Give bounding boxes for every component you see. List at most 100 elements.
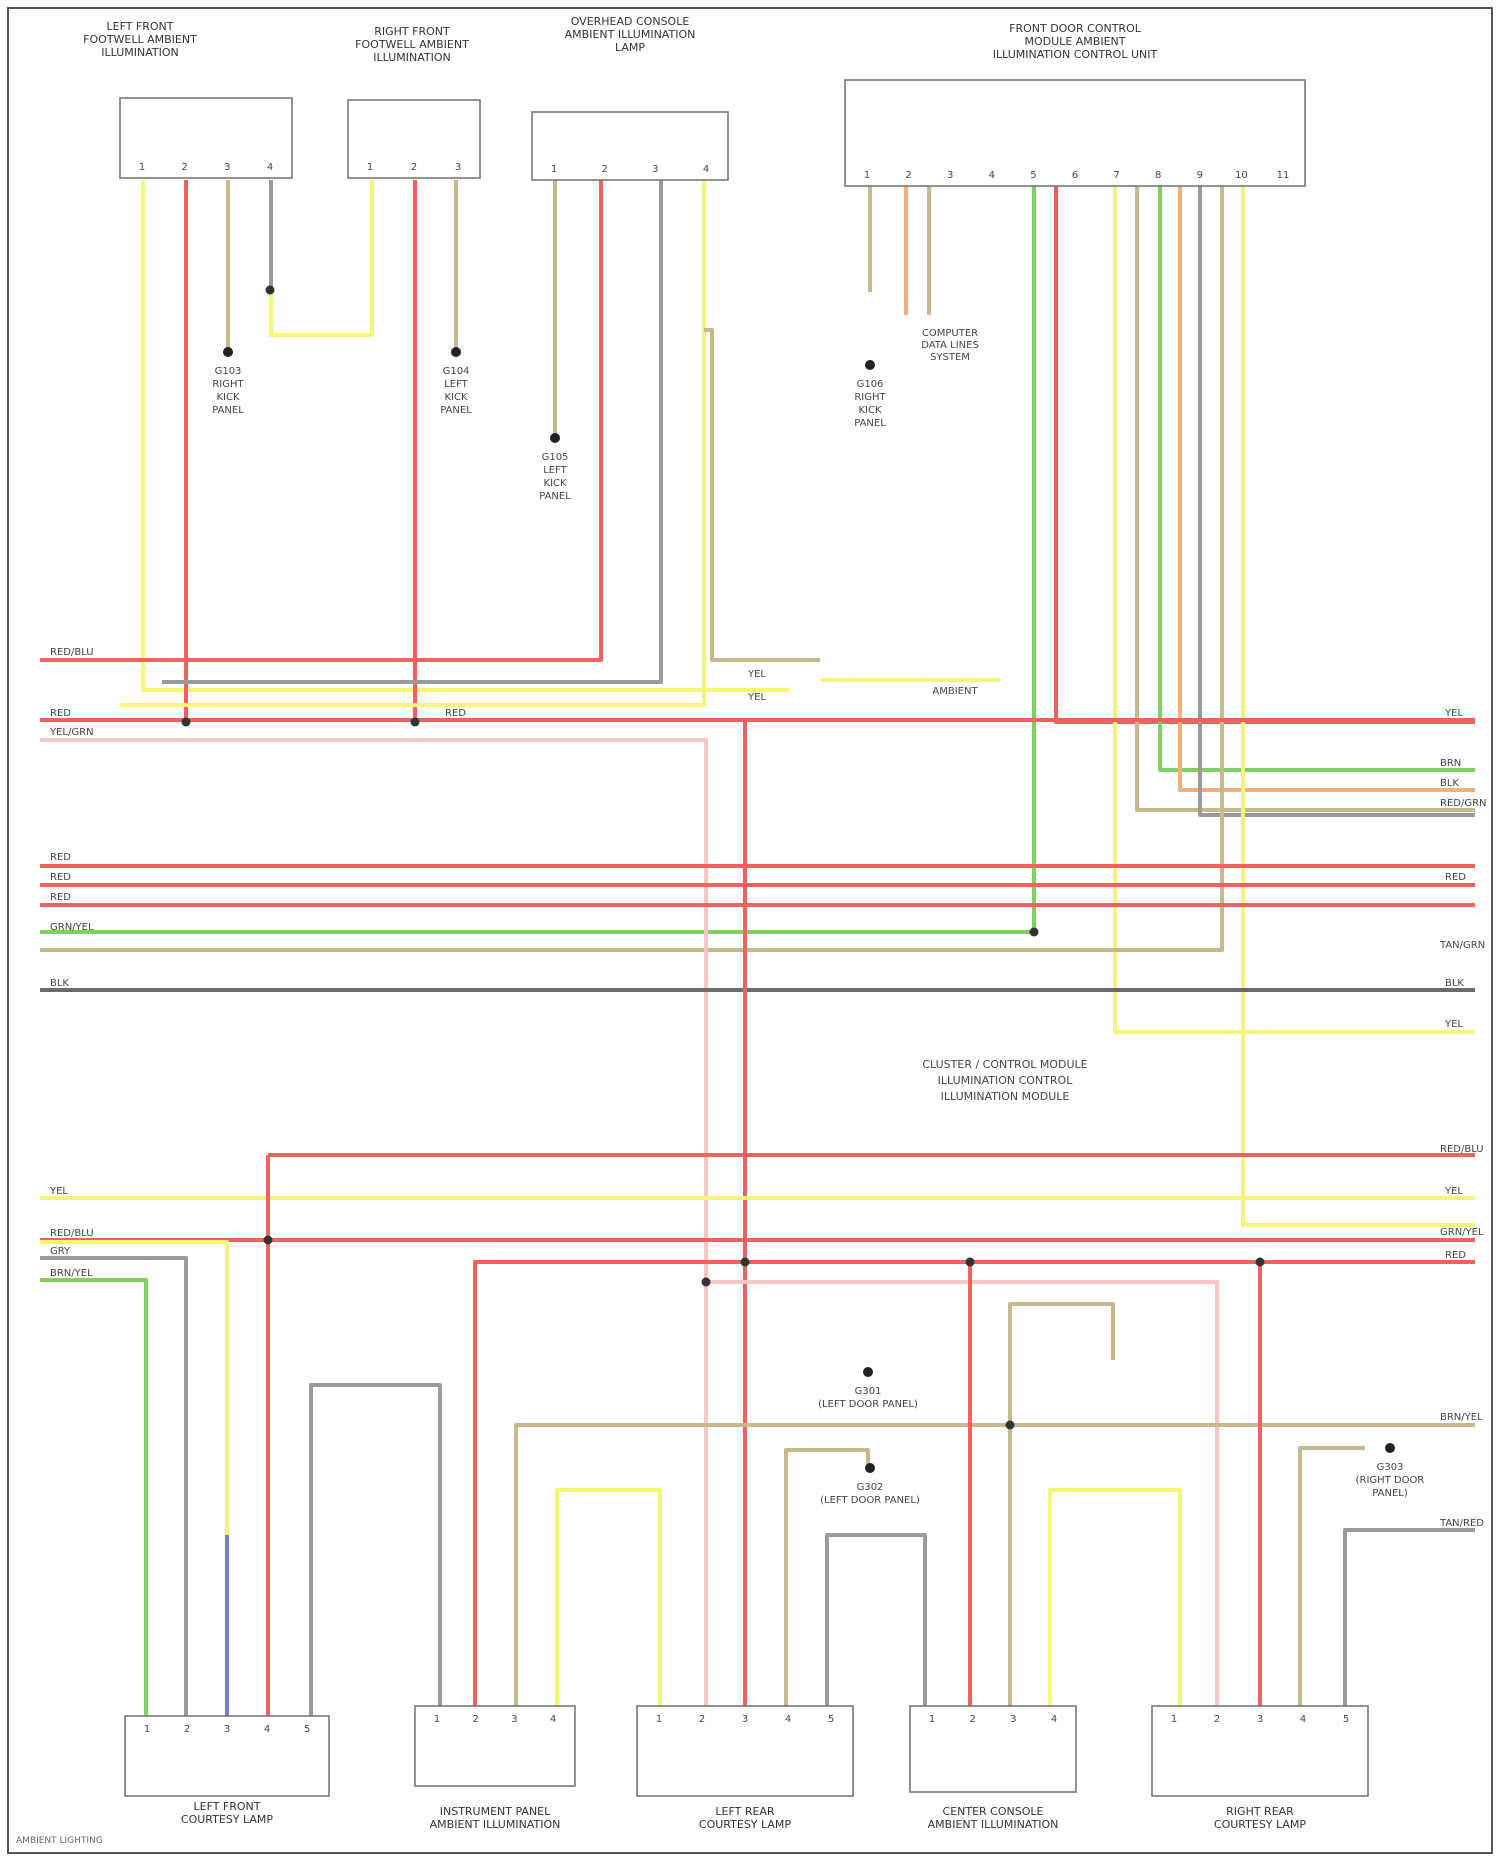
ground-label-g1-4: PANEL — [212, 405, 244, 416]
ground-dot-g5 — [863, 1367, 873, 1377]
wire-label-25: YEL — [1444, 708, 1463, 719]
component-pin-c3-3: 3 — [652, 164, 658, 175]
ground-label-g6-2: (LEFT DOOR PANEL) — [820, 1495, 920, 1506]
diagram-footer: AMBIENT LIGHTING — [16, 1836, 103, 1846]
wires-layer — [40, 150, 1475, 1716]
component-title-c4-2: MODULE AMBIENT — [1025, 35, 1126, 48]
wire-48 — [1010, 1304, 1113, 1716]
component-pin-c7-4: 4 — [785, 1714, 791, 1725]
ground-label-g7-3: PANEL) — [1372, 1488, 1408, 1499]
component-pin-c9-1: 1 — [1171, 1714, 1177, 1725]
component-pin-c8-4: 4 — [1051, 1714, 1057, 1725]
component-pin-c3-2: 2 — [601, 164, 607, 175]
component-title-c2-3: ILLUMINATION — [373, 51, 451, 64]
component-pin-c6-4: 4 — [550, 1714, 556, 1725]
component-pin-c9-5: 5 — [1343, 1714, 1349, 1725]
component-pin-c5-2: 2 — [184, 1724, 190, 1735]
wire-12 — [704, 330, 820, 660]
splice-dot-6 — [966, 1258, 975, 1267]
component-pin-c8-2: 2 — [969, 1714, 975, 1725]
wire-label-21: BRN/YEL — [50, 1268, 93, 1279]
component-pin-c4-9: 9 — [1197, 170, 1203, 181]
component-pin-c7-5: 5 — [828, 1714, 834, 1725]
component-title-c2-2: FOOTWELL AMBIENT — [355, 38, 469, 51]
splice-dot-5 — [702, 1278, 711, 1287]
sub-label-1: COMPUTER — [922, 328, 978, 339]
wire-label-7: RED — [50, 852, 71, 863]
component-title-c3-2: AMBIENT ILLUMINATION — [565, 28, 696, 41]
wire-11 — [120, 180, 704, 705]
wire-label-15: RED/BLU — [1440, 1144, 1484, 1155]
component-pin-c5-4: 4 — [264, 1724, 270, 1735]
wire-20 — [1137, 160, 1475, 810]
component-title-c6-2: AMBIENT ILLUMINATION — [430, 1818, 561, 1831]
component-title-c8-1: CENTER CONSOLE — [943, 1805, 1044, 1818]
wire-37 — [40, 1242, 227, 1716]
ground-label-g7-1: G303 — [1377, 1462, 1404, 1473]
component-title-c7-2: COURTESY LAMP — [699, 1818, 791, 1831]
wire-9 — [40, 180, 601, 660]
component-pin-c4-3: 3 — [947, 170, 953, 181]
wire-25 — [1243, 160, 1475, 1225]
sub-label-3: SYSTEM — [930, 352, 970, 363]
ground-label-g1-2: RIGHT — [212, 379, 244, 390]
component-pin-c3-1: 1 — [551, 164, 557, 175]
ground-label-g4-3: KICK — [858, 405, 881, 416]
ground-label-g5-2: (LEFT DOOR PANEL) — [818, 1399, 918, 1410]
component-title-c3-1: OVERHEAD CONSOLE — [571, 15, 690, 28]
wire-label-4: YEL/GRN — [49, 727, 94, 738]
ground-label-g2-3: KICK — [444, 392, 467, 403]
wire-49 — [1050, 1490, 1180, 1716]
wire-label-18: RED/BLU — [50, 1228, 94, 1239]
component-title-c5-1: LEFT FRONT — [193, 1800, 260, 1813]
wire-label-12: BLK — [50, 978, 69, 989]
wire-label-28: RED/GRN — [1440, 798, 1487, 809]
ground-label-g1-1: G103 — [215, 366, 242, 377]
diagram-note-1: CLUSTER / CONTROL MODULE — [922, 1058, 1087, 1071]
splice-points-layer — [182, 286, 1396, 1474]
wire-44 — [557, 1490, 660, 1716]
component-pin-c8-1: 1 — [929, 1714, 935, 1725]
diagram-note-3: ILLUMINATION MODULE — [941, 1090, 1070, 1103]
component-title-c9-2: COURTESY LAMP — [1214, 1818, 1306, 1831]
wire-label-29: TAN/GRN — [1439, 940, 1485, 951]
ground-label-g4-2: RIGHT — [854, 392, 886, 403]
component-pin-c7-3: 3 — [742, 1714, 748, 1725]
splice-dot-7 — [1256, 1258, 1265, 1267]
wire-52 — [1345, 1530, 1475, 1716]
component-title-c1-2: FOOTWELL AMBIENT — [83, 33, 197, 46]
diagram-note-2: ILLUMINATION CONTROL — [938, 1074, 1074, 1087]
wire-label-2: RED — [50, 708, 71, 719]
wire-17 — [40, 150, 1034, 932]
component-pin-c4-6: 6 — [1072, 170, 1078, 181]
component-pin-c9-4: 4 — [1300, 1714, 1306, 1725]
ground-dot-g3 — [550, 433, 560, 443]
wire-label-24: TAN/RED — [1439, 1518, 1484, 1529]
splice-dot-9 — [1006, 1421, 1015, 1430]
ground-label-g2-1: G104 — [443, 366, 470, 377]
component-pin-c1-3: 3 — [224, 162, 230, 173]
wire-label-20: GRY — [50, 1246, 71, 1257]
component-pin-c4-1: 1 — [864, 170, 870, 181]
component-title-c3-3: LAMP — [615, 41, 645, 54]
wire-39 — [40, 1280, 146, 1716]
component-title-c1-3: ILLUMINATION — [101, 46, 179, 59]
wire-label-16: YEL — [49, 1186, 68, 1197]
sub-label-2: DATA LINES — [921, 340, 979, 351]
wire-label-14: YEL — [1444, 1019, 1463, 1030]
splice-dot-2 — [411, 718, 420, 727]
component-pin-c7-2: 2 — [699, 1714, 705, 1725]
wire-label-10: RED — [1445, 872, 1466, 883]
component-pin-c4-4: 4 — [989, 170, 995, 181]
wire-label-3: RED — [445, 708, 466, 719]
component-title-c8-2: AMBIENT ILLUMINATION — [928, 1818, 1059, 1831]
ground-dot-g6 — [865, 1463, 875, 1473]
wire-label-13: BLK — [1445, 978, 1464, 989]
wire-label-8: RED — [50, 872, 71, 883]
ground-dot-g4 — [865, 360, 875, 370]
ground-dot-g7 — [1385, 1443, 1395, 1453]
wire-24 — [40, 160, 1222, 950]
ground-label-g6-1: G302 — [857, 1482, 884, 1493]
wire-label-22: RED — [1445, 1250, 1466, 1261]
